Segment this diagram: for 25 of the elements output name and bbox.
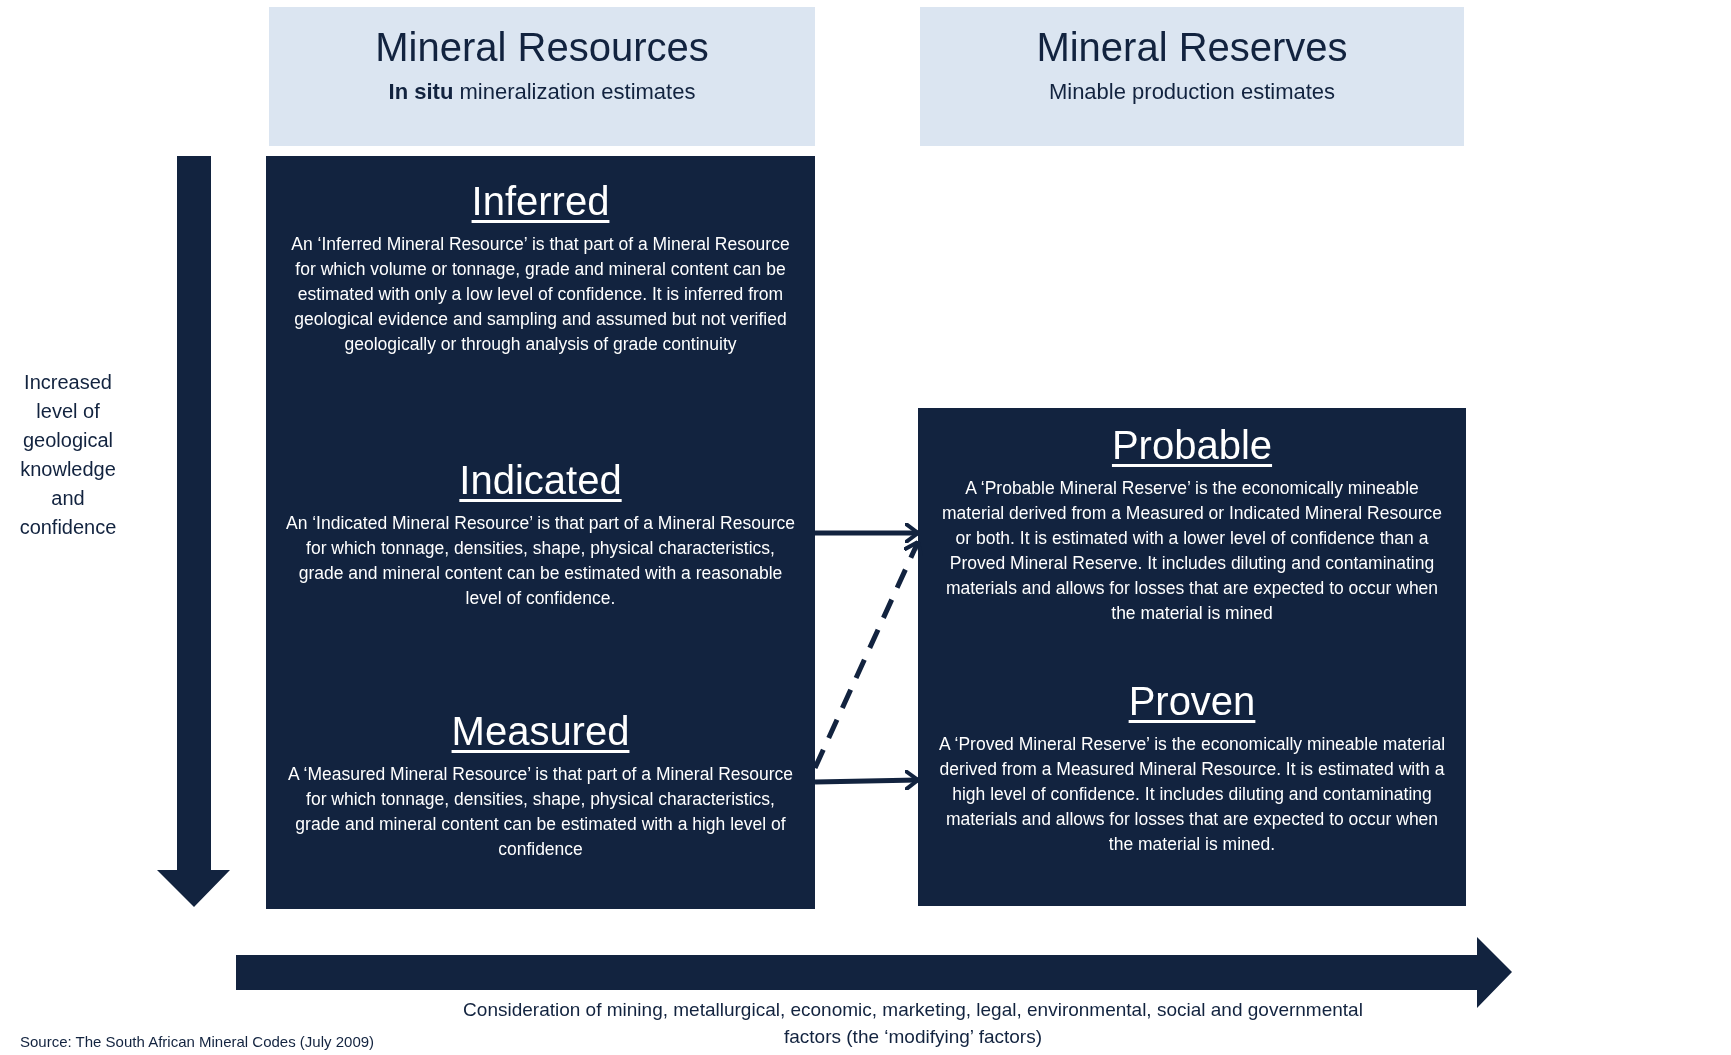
axis-label: Consideration of mining, metallurgical, economic, marketing, legal, environmental, social and governmental factors (the ‘modifying’ factors): [462, 998, 1364, 1049]
category-description: A ‘Measured Mineral Resource’ is that part of a Mineral Resource for which tonnage, densities, shape, physical characteristics, grade and mineral content can be estimated with a high level of confidence: [286, 763, 795, 861]
category-title: Inferred: [471, 178, 610, 224]
category-box: [266, 156, 815, 409]
category-title: Indicated: [459, 457, 622, 503]
category-description: A ‘Proved Mineral Reserve’ is the economically mineable material derived from a Measured Mineral Resource. It is estimated with a high level of confidence. It includes diluting and contaminating materials and allows for losses that are expected to occur when the material is mined.: [937, 733, 1447, 856]
axis-label: Increased level of geological knowledge and confidence: [18, 370, 118, 540]
column-header-box: [920, 7, 1464, 146]
category-description: An ‘Indicated Mineral Resource’ is that part of a Mineral Resource for which tonnage, densities, shape, physical characteristics, grade and mineral content can be estimated with a reasonable level of confidence.: [284, 512, 796, 610]
arrow: [814, 769, 920, 792]
category-box: [918, 408, 1466, 658]
category-description: A ‘Probable Mineral Reserve’ is the economically mineable material derived from a Measured or Indicated Mineral Resource or both. It is estimated with a lower level of confidence than a Proved Mineral Reserve. It includes diluting and contaminating materials and allows for losses that are expected to occur when the material is mined: [941, 477, 1443, 625]
category-box: [918, 658, 1466, 906]
category-title: Probable: [1111, 422, 1273, 468]
category-title: Measured: [451, 708, 630, 754]
column-subtitle: Minable production estimates: [1048, 78, 1336, 106]
arrow: [815, 522, 920, 544]
column-title: Mineral Resources: [375, 24, 709, 71]
category-description: An ‘Inferred Mineral Resource’ is that part of a Mineral Resource for which volume or tonnage, grade and mineral content can be estimated with only a low level of confidence. It is inferred from geological evidence and sampling and assumed but not verified geologically or through analysis of grade continuity: [290, 233, 791, 356]
column-subtitle: In situ mineralization estimates: [388, 78, 696, 106]
category-title: Proven: [1128, 678, 1256, 724]
source-note: Source: The South African Mineral Codes (July 2009): [20, 1032, 375, 1052]
column-header-box: [269, 7, 815, 146]
category-box: [266, 660, 815, 909]
column-title: Mineral Reserves: [1036, 24, 1348, 71]
